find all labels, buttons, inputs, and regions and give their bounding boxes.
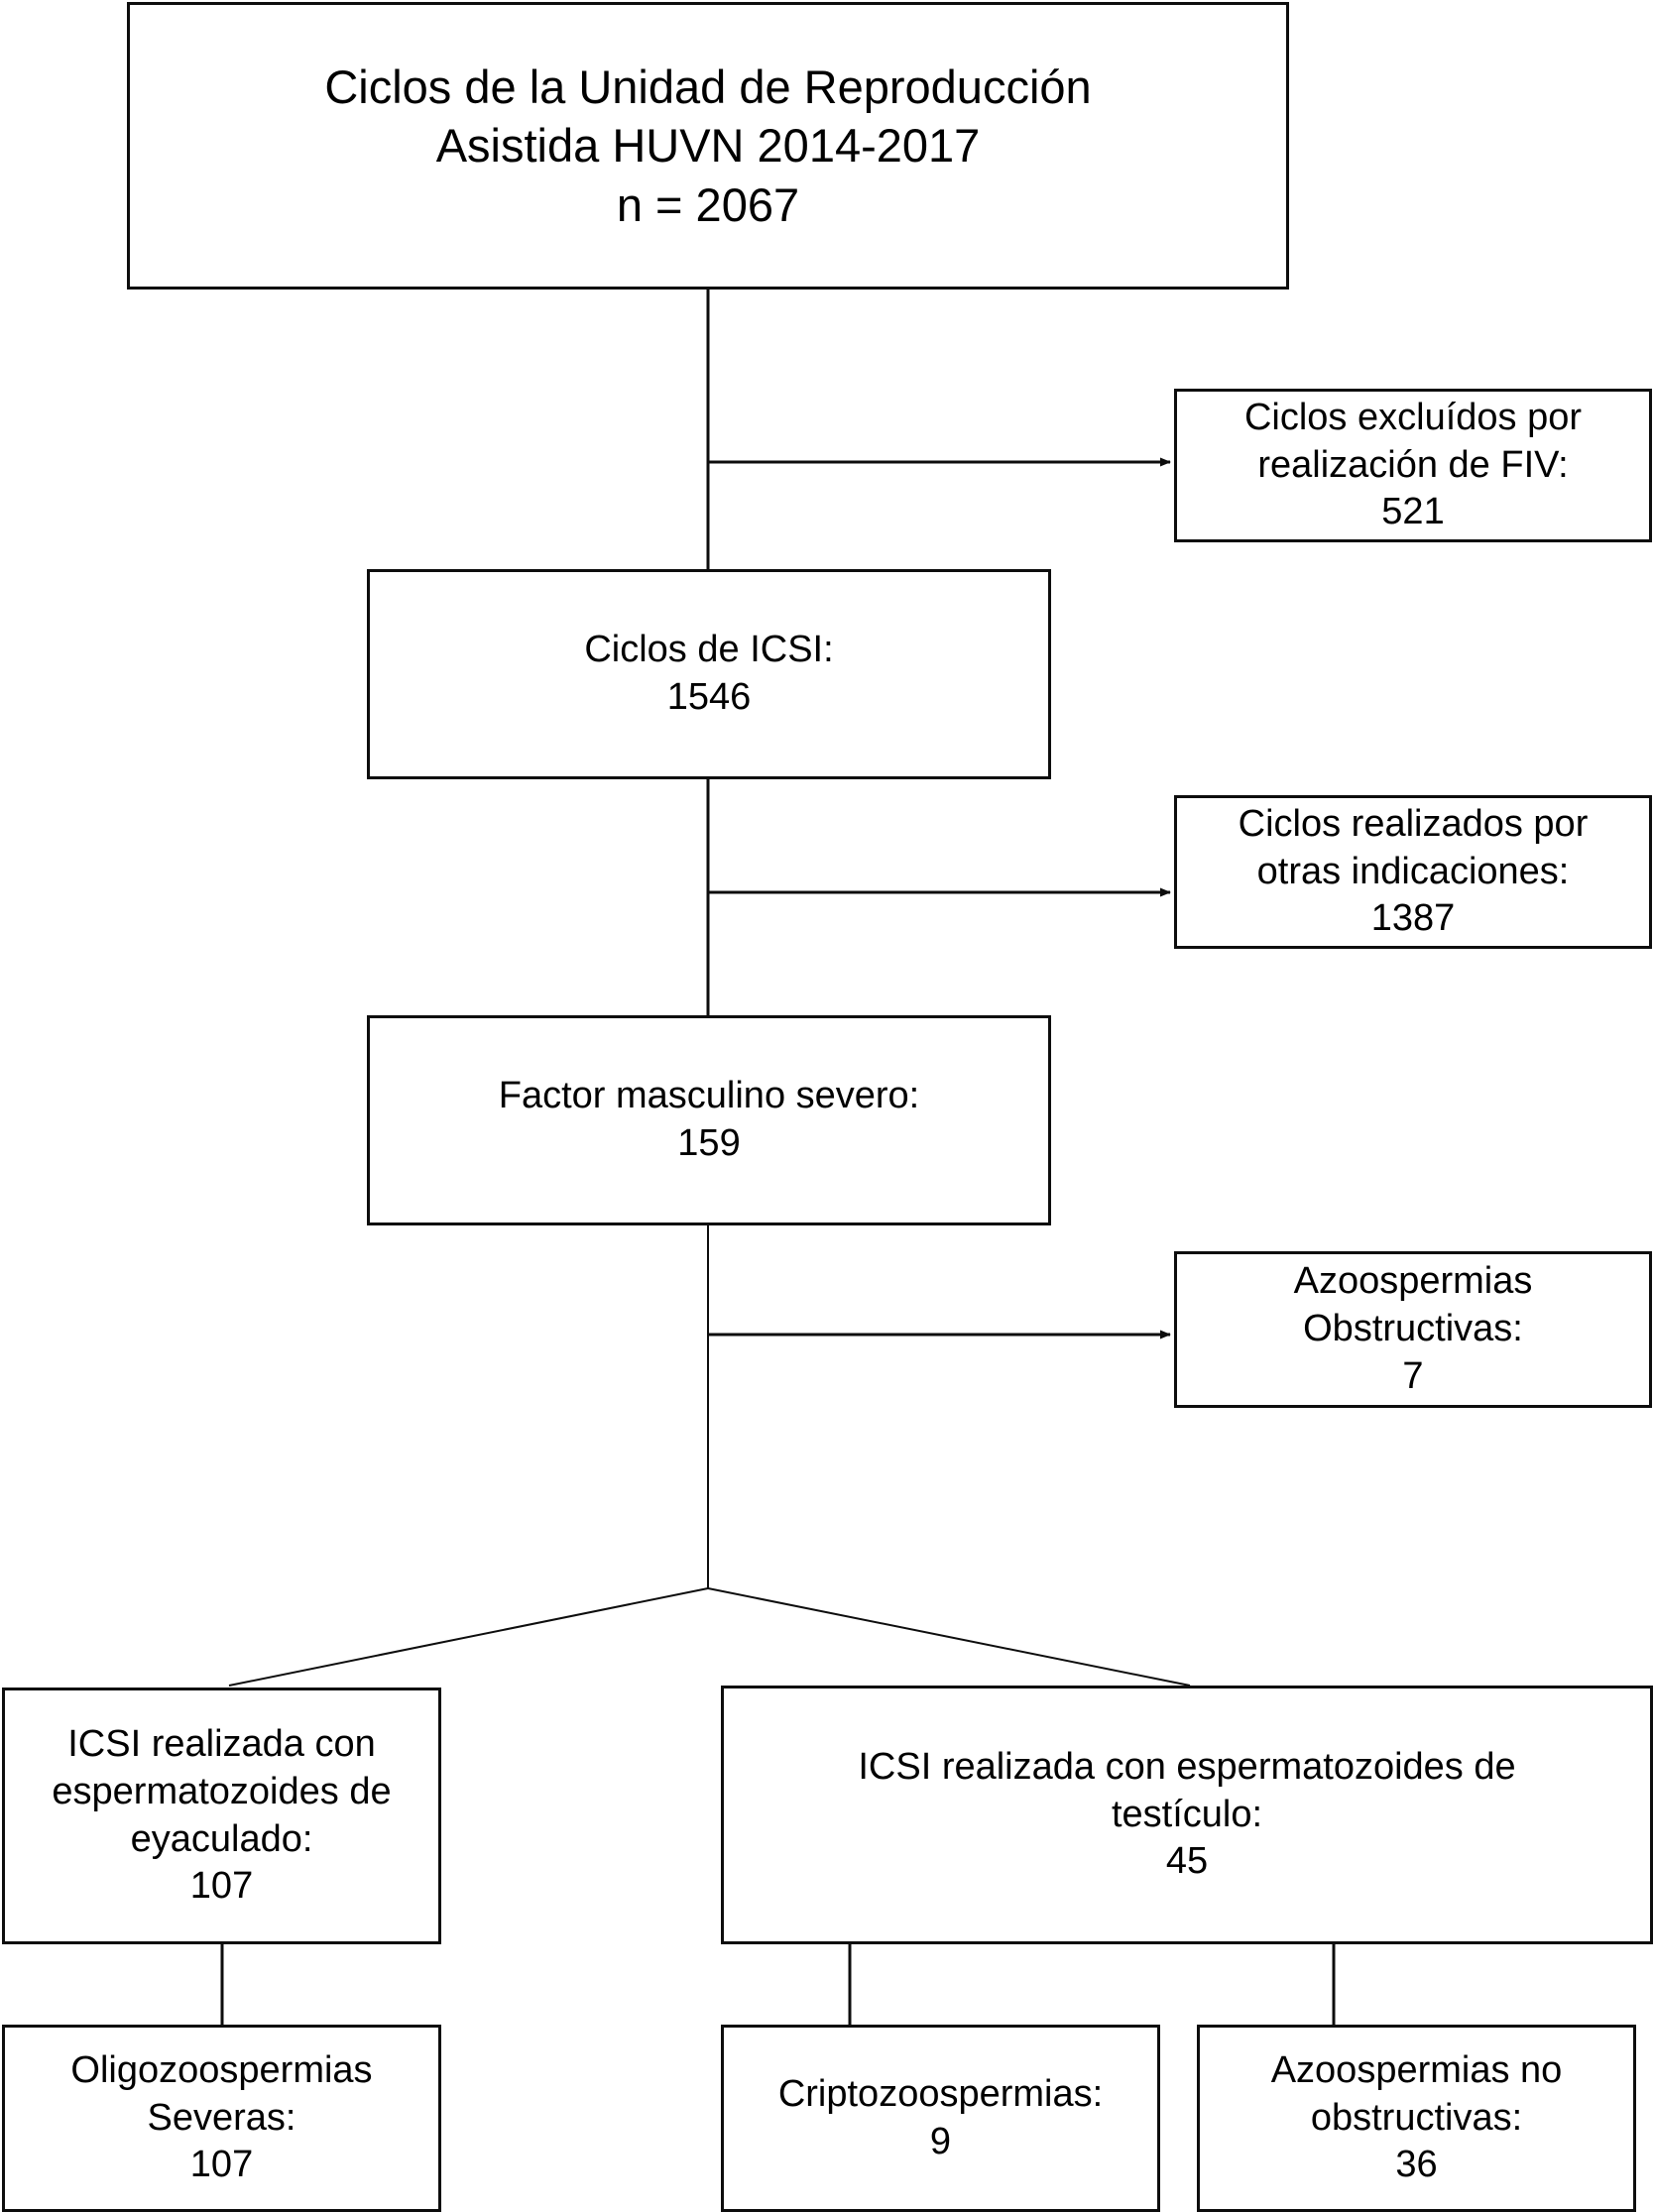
node-severe-oligozoospermia: Oligozoospermias Severas: 107 [2,2025,441,2212]
node-azoo-no-line-2: obstructivas: [1310,2096,1523,2139]
node-excluded-fiv-line-1: Ciclos excluídos por [1243,396,1583,438]
node-obstructive-azoospermia: Azoospermias Obstructivas: 7 [1174,1251,1652,1408]
node-cripto-line-1: Criptozoospermias: [777,2072,1104,2115]
node-azoo-obstructivas-line-1: Azoospermias [1293,1260,1533,1303]
node-icsi-count: 1546 [666,676,752,718]
node-excluded-otras-line-2: otras indicaciones: [1256,850,1570,892]
node-azoo-obstructivas-line-2: Obstructivas: [1303,1308,1523,1350]
node-testiculo-line-2: testículo: [1111,1793,1263,1835]
node-eyaculado-line-1: ICSI realizada con [67,1722,376,1765]
node-azoo-no-line-1: Azoospermias no [1270,2048,1563,2091]
node-excluded-other-indications: Ciclos realizados por otras indicaciones… [1174,795,1652,949]
node-excluded-fiv-line-2: realización de FIV: [1257,443,1569,486]
node-cripto-count: 9 [929,2120,952,2162]
node-excluded-fiv-count: 521 [1381,491,1445,533]
node-factor-count: 159 [677,1122,741,1164]
node-factor-line-1: Factor masculino severo: [498,1075,920,1117]
node-oligo-line-1: Oligozoospermias [70,2048,373,2091]
node-icsi-testicular-sperm: ICSI realizada con espermatozoides de te… [721,1686,1653,1944]
connector-fork-to-testiculo [707,1587,1191,1687]
node-icsi-line-1: Ciclos de ICSI: [584,629,834,671]
node-eyaculado-line-3: eyaculado: [130,1817,313,1860]
node-icsi-ejaculated-sperm: ICSI realizada con espermatozoides de ey… [2,1688,441,1944]
node-azoo-no-count: 36 [1395,2144,1438,2186]
node-oligo-line-2: Severas: [147,2096,296,2139]
node-non-obstructive-azoospermia: Azoospermias no obstructivas: 36 [1197,2025,1636,2212]
node-icsi-cycles: Ciclos de ICSI: 1546 [367,569,1051,779]
node-eyaculado-count: 107 [189,1865,254,1908]
node-root-line-3: n = 2067 [616,177,800,231]
node-excluded-otras-count: 1387 [1370,897,1456,940]
node-severe-male-factor: Factor masculino severo: 159 [367,1015,1051,1225]
node-azoo-obstructivas-count: 7 [1402,1354,1424,1397]
node-root-line-2: Asistida HUVN 2014-2017 [435,119,981,173]
node-root-cycles: Ciclos de la Unidad de Reproducción Asis… [127,2,1289,290]
node-cryptozoospermia: Criptozoospermias: 9 [721,2025,1160,2212]
node-testiculo-line-1: ICSI realizada con espermatozoides de [858,1745,1516,1788]
node-eyaculado-line-2: espermatozoides de [52,1770,392,1812]
node-root-line-1: Ciclos de la Unidad de Reproducción [324,60,1092,114]
connector-fork-to-eyaculado [228,1587,709,1687]
node-excluded-fiv: Ciclos excluídos por realización de FIV:… [1174,389,1652,542]
node-excluded-otras-line-1: Ciclos realizados por [1238,802,1589,845]
node-oligo-count: 107 [189,2144,254,2186]
node-testiculo-count: 45 [1165,1840,1209,1883]
